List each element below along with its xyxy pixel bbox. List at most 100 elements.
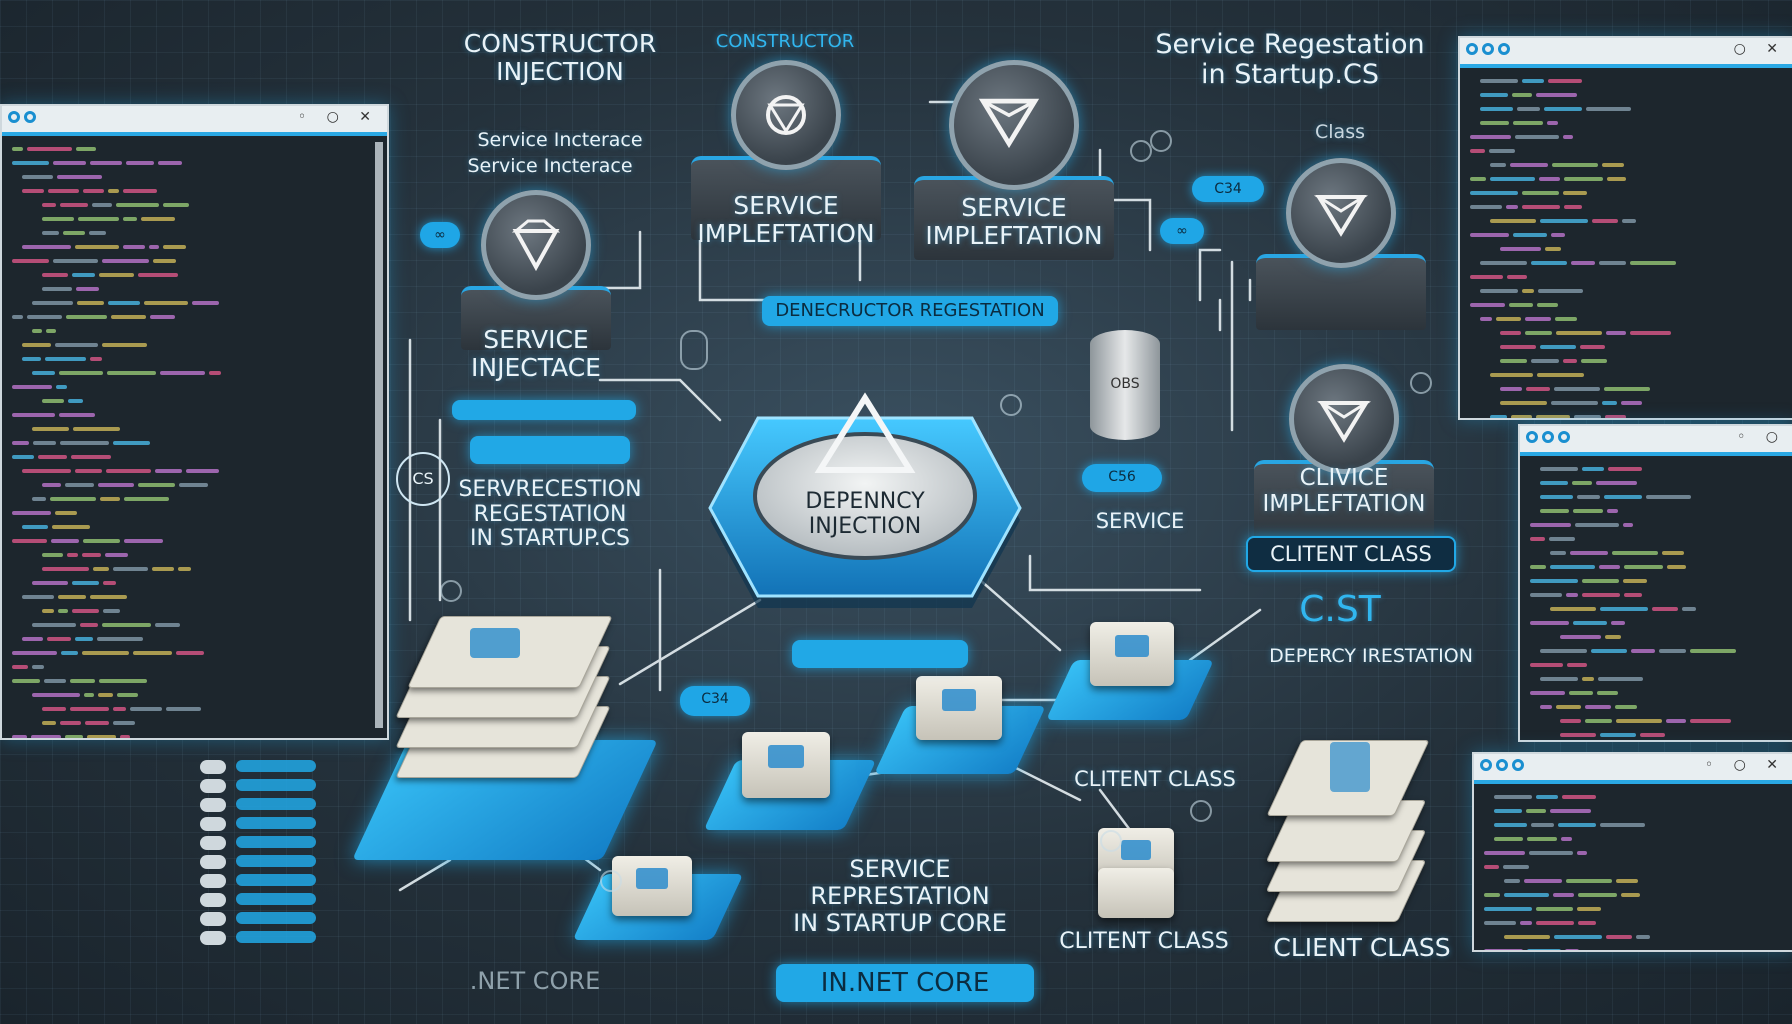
code-window-right-top: ○ ✕ — [1458, 36, 1792, 420]
window-controls-icon[interactable]: ◦ ○ ✕ — [1704, 757, 1786, 773]
code-line — [1494, 804, 1776, 818]
service-block[interactable] — [612, 856, 692, 916]
sidebar-bar[interactable] — [236, 893, 316, 905]
code-line — [1470, 186, 1776, 200]
code-line — [42, 282, 369, 296]
blue-bar-3 — [792, 640, 968, 668]
sidebar-bar[interactable] — [236, 760, 316, 772]
code-line — [1500, 340, 1776, 354]
window-controls-icon[interactable]: ◦ ○ — [1737, 429, 1786, 445]
dot-icon — [1100, 830, 1122, 852]
slider-knob-icon — [200, 893, 226, 907]
client-class-block[interactable] — [1098, 868, 1174, 918]
scrollbar[interactable] — [375, 142, 383, 728]
eye-icon — [1150, 130, 1172, 152]
service-regestation-title: Service Regestation in Startup.CS — [1155, 29, 1425, 91]
code-line — [12, 380, 369, 394]
net-core-pill[interactable]: IN.NET CORE — [776, 964, 1034, 1002]
code-line — [1470, 130, 1776, 144]
code-line — [1470, 270, 1776, 284]
c34-pill[interactable]: C34 — [1192, 176, 1264, 202]
code-line — [1540, 672, 1776, 686]
window-controls-icon[interactable]: ○ ✕ — [1733, 41, 1786, 57]
code-line — [1480, 88, 1776, 102]
code-line — [42, 212, 369, 226]
code-window-right-middle: ◦ ○ — [1518, 424, 1792, 742]
service-block[interactable] — [916, 676, 1002, 740]
triangle-gem-icon — [1289, 364, 1399, 474]
sidebar-bar[interactable] — [236, 855, 316, 867]
cs-badge[interactable]: CS — [396, 452, 450, 506]
sidebar-bar[interactable] — [236, 912, 316, 924]
code-line — [42, 562, 369, 576]
sidebar-bar[interactable] — [236, 817, 316, 829]
toggle-icon[interactable]: ∞ — [1160, 218, 1204, 244]
code-line — [1500, 242, 1776, 256]
clivice-impleftation-node[interactable] — [1254, 364, 1434, 544]
code-line — [1490, 368, 1776, 382]
sidebar-bar[interactable] — [236, 931, 316, 943]
code-line — [42, 198, 369, 212]
denecructor-regestation-pill[interactable]: DENECRUCTOR REGESTATION — [762, 296, 1058, 326]
service-block[interactable] — [742, 732, 830, 798]
blue-bar-1 — [452, 400, 636, 420]
slider-knob-icon — [200, 912, 226, 926]
code-line — [42, 702, 369, 716]
dependency-injection-hub[interactable] — [700, 378, 1030, 628]
slider-knob-icon — [200, 874, 226, 888]
code-line — [1494, 832, 1776, 846]
code-line — [22, 464, 369, 478]
slider-knob-icon — [200, 779, 226, 793]
code-line — [22, 520, 369, 534]
eye-icon — [1130, 140, 1152, 162]
dependency-injection-label: DEPENNCY INJECTION — [805, 489, 925, 539]
class-node[interactable] — [1256, 158, 1426, 330]
code-line — [1540, 644, 1776, 658]
code-line — [1550, 602, 1776, 616]
code-line — [32, 366, 369, 380]
service-injectace-node[interactable] — [436, 190, 636, 350]
blue-stamp-icon — [470, 628, 520, 658]
code-line — [22, 352, 369, 366]
code-line — [1540, 700, 1776, 714]
code-line — [42, 268, 369, 282]
toggle-icon[interactable]: ∞ — [420, 222, 460, 248]
code-line — [1504, 930, 1776, 944]
code-line — [1560, 630, 1776, 644]
code-line — [1530, 658, 1776, 672]
window-titlebar: ◦ ○ ✕ — [2, 106, 387, 136]
code-line — [1540, 462, 1776, 476]
service-represtation-label: SERVICE REPRESTATION IN STARTUP CORE — [793, 855, 1007, 937]
code-line — [22, 240, 369, 254]
sidebar-bar[interactable] — [236, 874, 316, 886]
code-line — [1500, 354, 1776, 368]
sidebar-bar[interactable] — [236, 836, 316, 848]
service-impleftation-node-1[interactable] — [686, 60, 886, 240]
code-line — [1560, 728, 1776, 740]
code-line — [22, 590, 369, 604]
code-line — [32, 688, 369, 702]
code-line — [22, 632, 369, 646]
code-line — [1470, 144, 1776, 158]
code-line — [42, 604, 369, 618]
code-line — [42, 478, 369, 492]
clitent-class-mid-label: CLITENT CLASS — [1074, 767, 1236, 791]
sidebar-bar[interactable] — [236, 779, 316, 791]
database-drum — [1090, 330, 1160, 440]
c34-pill[interactable]: C34 — [680, 686, 750, 716]
code-line — [1490, 158, 1776, 172]
code-line — [12, 408, 369, 422]
constructor-top-label: CONSTRUCTOR — [715, 31, 855, 52]
code-line — [1480, 74, 1776, 88]
sidebar-bar[interactable] — [236, 798, 316, 810]
code-line — [12, 506, 369, 520]
code-line — [1470, 228, 1776, 242]
window-titlebar: ◦ ○ ✕ — [1474, 754, 1792, 784]
service-block[interactable] — [1090, 622, 1174, 686]
c56-pill[interactable]: C56 — [1082, 464, 1162, 492]
service-impleftation-node-2[interactable] — [914, 60, 1114, 260]
node-pedestal — [1254, 460, 1434, 544]
diamond-gem-icon — [481, 190, 591, 300]
clitent-class-pill[interactable]: CLITENT CLASS — [1246, 536, 1456, 572]
window-controls-icon[interactable]: ◦ ○ ✕ — [297, 109, 379, 125]
